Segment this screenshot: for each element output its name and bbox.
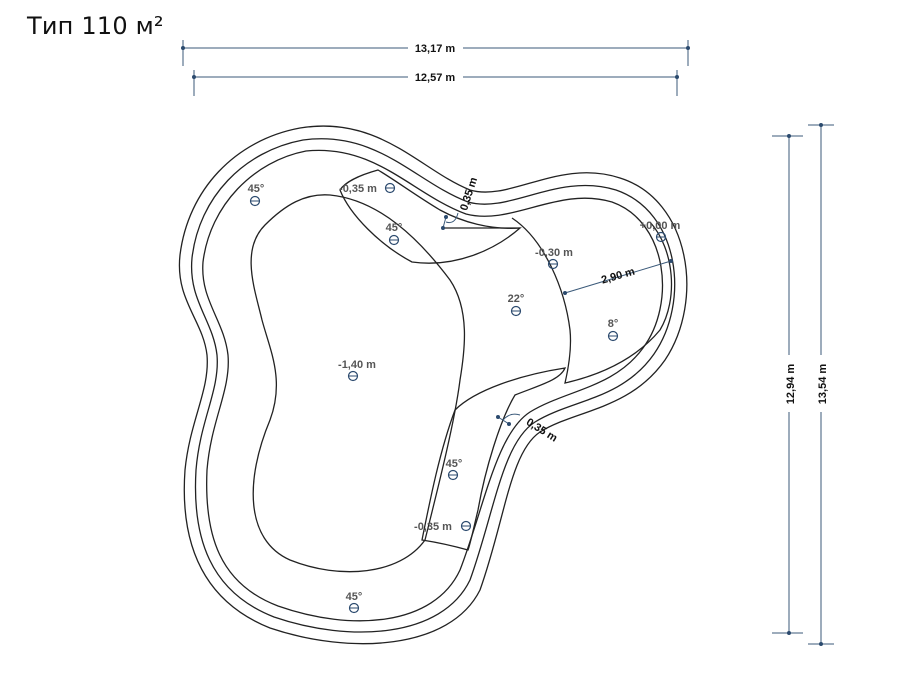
marker-45-topleft: 45° [248, 183, 265, 207]
marker-neg140: -1,40 m [338, 359, 376, 382]
marker-22: 22° [508, 293, 525, 317]
svg-text:+0,00 m: +0,00 m [640, 220, 681, 232]
marker-neg030: -0,30 m [535, 247, 573, 270]
dimension-outer-height: 13,54 m [808, 123, 834, 646]
marker-45-bottom: 45° [346, 591, 363, 614]
dimension-step-lower: 0,35 m [496, 413, 560, 445]
svg-text:45°: 45° [446, 458, 463, 470]
svg-text:45°: 45° [248, 183, 265, 195]
inner-width-label: 12,57 m [415, 72, 456, 84]
svg-text:45°: 45° [386, 222, 403, 234]
pool-outline [178, 125, 688, 645]
step-lower-label: 0,35 m [524, 416, 560, 444]
inner-height-label: 12,94 m [785, 364, 797, 405]
marker-8: 8° [608, 318, 619, 342]
step-upper-label: 0,35 m [458, 176, 480, 212]
marker-pos000: +0,00 m [640, 220, 681, 243]
dimension-290: 2,90 m [563, 259, 673, 295]
page-title: Тип 110 м² [27, 12, 164, 40]
dimension-inner-width: 12,57 m [192, 70, 679, 96]
marker-45-lower: 45° [446, 458, 463, 481]
right-shelf [511, 217, 673, 384]
outer-height-label: 13,54 m [817, 364, 829, 405]
svg-text:-0,35 m: -0,35 m [414, 521, 452, 533]
width-290-label: 2,90 m [600, 266, 636, 287]
pool-second-rim [190, 138, 676, 633]
svg-text:-0,30 m: -0,30 m [535, 247, 573, 259]
svg-text:-0,35 m: -0,35 m [339, 183, 377, 195]
svg-text:22°: 22° [508, 293, 525, 305]
outer-width-label: 13,17 m [415, 43, 456, 55]
dimension-inner-height: 12,94 m [772, 134, 803, 635]
svg-text:45°: 45° [346, 591, 363, 603]
svg-text:8°: 8° [608, 318, 619, 330]
marker-neg035-top: -0,35 m [339, 182, 396, 195]
marker-45-upper: 45° [386, 222, 403, 246]
marker-neg035-bottom: -0,35 m [414, 520, 472, 533]
deep-basin [250, 194, 466, 573]
dimension-outer-width: 13,17 m [181, 40, 690, 66]
lower-step [421, 367, 567, 551]
pool-wall-edge [202, 149, 664, 622]
svg-text:-1,40 m: -1,40 m [338, 359, 376, 371]
pool-outer-rim [178, 125, 688, 645]
